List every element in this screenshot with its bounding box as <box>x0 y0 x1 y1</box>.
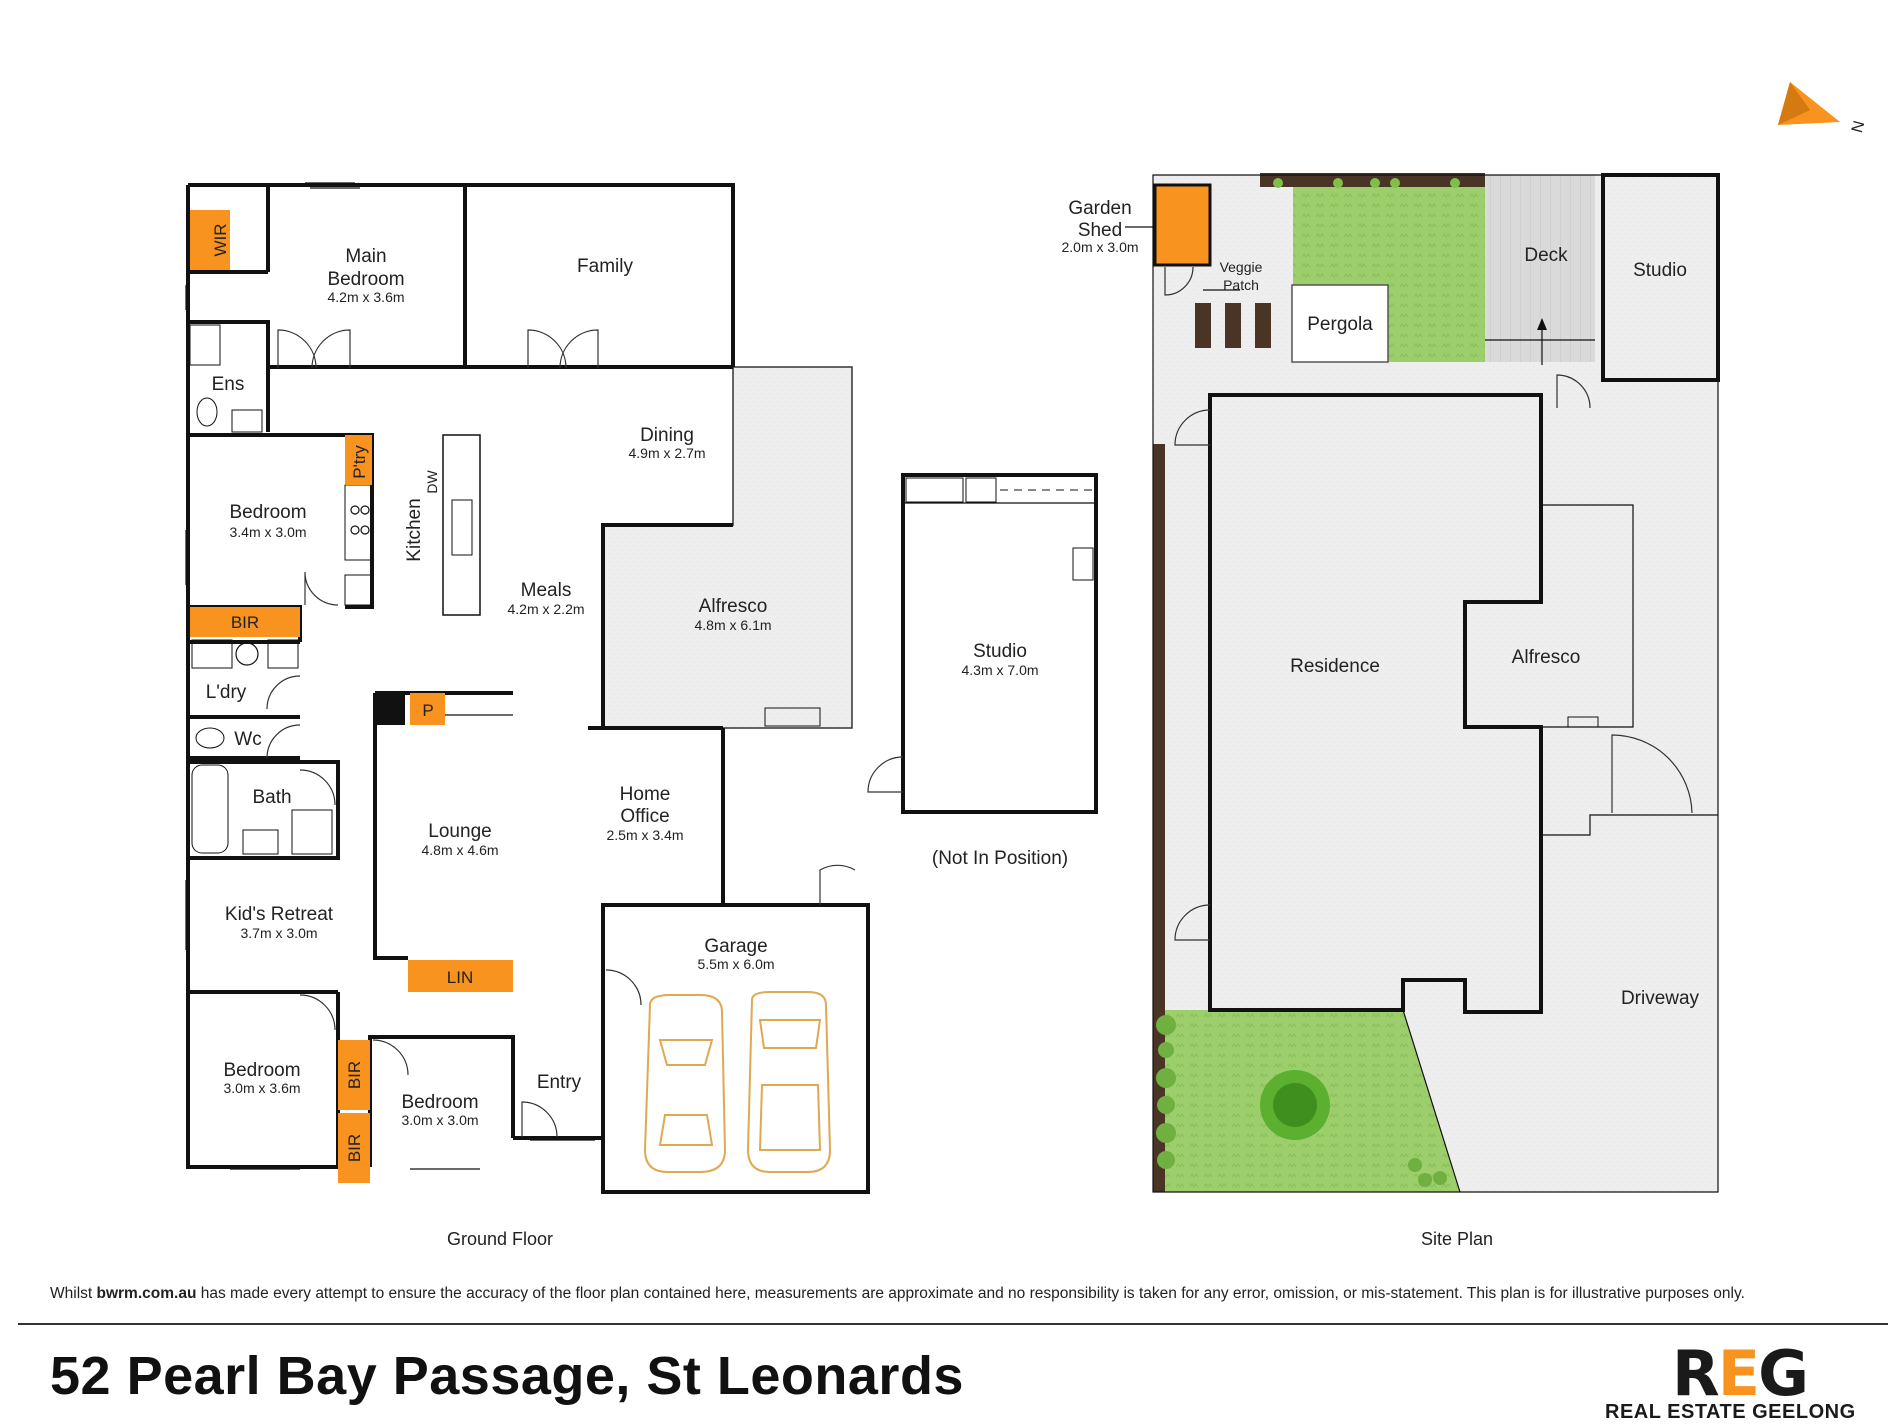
footer-divider <box>18 1323 1888 1325</box>
main-bedroom-label-1: Main <box>345 246 386 267</box>
studio-label: Studio <box>973 641 1027 662</box>
veggie-label-2: Patch <box>1223 277 1259 293</box>
main-bedroom-dims: 4.2m x 3.6m <box>327 289 404 305</box>
site-plan: Garden Shed 2.0m x 3.0m Veggie Patch Per… <box>1061 173 1720 1249</box>
deck-label: Deck <box>1524 245 1568 266</box>
meals-label: Meals <box>521 580 572 601</box>
main-bedroom-label-2: Bedroom <box>327 269 404 290</box>
lin-label: LIN <box>447 968 473 987</box>
driveway-label: Driveway <box>1621 988 1700 1009</box>
alfresco-dims: 4.8m x 6.1m <box>694 617 771 633</box>
dw-label: DW <box>424 470 440 494</box>
logo-mark-r: R <box>1672 1337 1720 1410</box>
residence-label: Residence <box>1290 656 1380 677</box>
ptry-label: P'try <box>350 445 369 479</box>
ens-label: Ens <box>212 374 245 395</box>
north-arrow-icon: N <box>1778 82 1868 135</box>
logo-mark-e: E <box>1717 1337 1760 1410</box>
north-label: N <box>1849 119 1868 135</box>
meals-dims: 4.2m x 2.2m <box>507 601 584 617</box>
pergola-label: Pergola <box>1307 314 1373 335</box>
entry-label: Entry <box>537 1072 582 1093</box>
ground-floor-caption: Ground Floor <box>447 1229 553 1249</box>
site-plan-caption: Site Plan <box>1421 1229 1493 1249</box>
disclaimer-post: has made every attempt to ensure the acc… <box>196 1285 1745 1302</box>
lounge-dims: 4.8m x 4.6m <box>421 842 498 858</box>
lounge-label: Lounge <box>428 821 491 842</box>
kids-retreat-dims: 3.7m x 3.0m <box>240 925 317 941</box>
garden-shed <box>1153 183 1212 267</box>
p-label: P <box>422 701 433 720</box>
studio-plan: Studio 4.3m x 7.0m (Not In Position) <box>867 473 1098 869</box>
wir-label: WIR <box>211 223 230 256</box>
bedroom-4-dims: 3.0m x 3.0m <box>401 1112 478 1128</box>
disclaimer-site-link[interactable]: bwrm.com.au <box>96 1285 197 1302</box>
garage-dims: 5.5m x 6.0m <box>697 956 774 972</box>
agency-logo: REG REAL ESTATE GEELONG <box>1600 1337 1860 1425</box>
bedroom-3-label: Bedroom <box>223 1060 300 1081</box>
car-icon <box>643 994 727 1173</box>
tree-icon <box>1260 1070 1330 1140</box>
car-icon <box>746 991 832 1173</box>
garden-shed-label-1: Garden <box>1068 198 1131 219</box>
site-studio-label: Studio <box>1633 260 1687 281</box>
veggie-label-1: Veggie <box>1220 259 1263 275</box>
logo-mark: REG <box>1672 1337 1809 1410</box>
kitchen-label: Kitchen <box>404 498 425 561</box>
home-office-label-1: Home <box>620 784 671 805</box>
bir-3-label: BIR <box>345 1134 364 1162</box>
garden-shed-label-2: Shed <box>1078 220 1122 241</box>
bedroom-4-label: Bedroom <box>401 1092 478 1113</box>
bedroom-2-label: Bedroom <box>229 502 306 523</box>
logo-text: REAL ESTATE GEELONG <box>1605 1401 1856 1423</box>
alfresco-area <box>602 366 853 729</box>
bedroom-2-dims: 3.4m x 3.0m <box>229 524 306 540</box>
dining-label: Dining <box>640 425 694 446</box>
deck-area <box>1485 175 1595 362</box>
pergola <box>1291 284 1389 363</box>
home-office-dims: 2.5m x 3.4m <box>606 827 683 843</box>
site-alfresco-label: Alfresco <box>1512 647 1581 668</box>
home-office-label-2: Office <box>620 806 669 827</box>
ground-floor-plan: WIR Main Bedroom 4.2m x 3.6m Family Ens … <box>185 182 870 1249</box>
bath-label: Bath <box>252 787 291 808</box>
disclaimer-text: Whilst bwrm.com.au has made every attemp… <box>50 1285 1870 1303</box>
bedroom-3-dims: 3.0m x 3.6m <box>223 1080 300 1096</box>
studio-note: (Not In Position) <box>932 848 1068 869</box>
garage-label: Garage <box>704 936 767 957</box>
wc-label: Wc <box>234 729 261 750</box>
bir-1-label: BIR <box>231 613 259 632</box>
disclaimer-pre: Whilst <box>50 1285 97 1302</box>
bir-2-label: BIR <box>345 1061 364 1089</box>
property-address: 52 Pearl Bay Passage, St Leonards <box>50 1346 964 1406</box>
kids-retreat-label: Kid's Retreat <box>225 904 334 925</box>
studio-dims: 4.3m x 7.0m <box>961 662 1038 678</box>
garden-shed-dims: 2.0m x 3.0m <box>1061 239 1138 255</box>
logo-mark-g: G <box>1758 1337 1809 1410</box>
alfresco-label: Alfresco <box>699 596 768 617</box>
dining-dims: 4.9m x 2.7m <box>628 445 705 461</box>
ldry-label: L'dry <box>206 682 247 703</box>
family-label: Family <box>577 256 633 277</box>
